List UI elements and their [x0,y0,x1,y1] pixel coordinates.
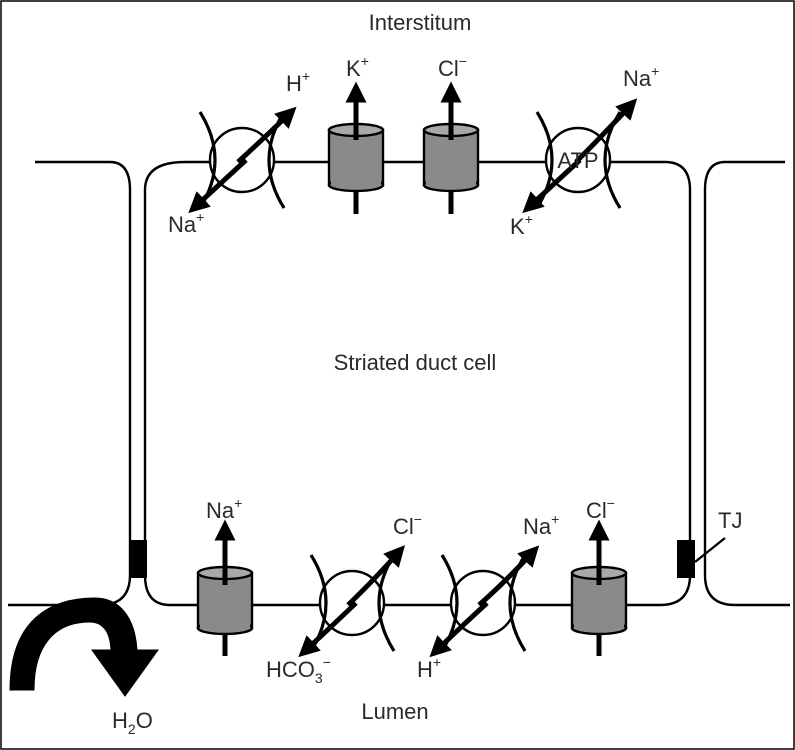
ion-label-h: H+ [286,68,310,96]
arrow-h-out [236,106,297,164]
tj-label: TJ [718,508,742,533]
bottom-anion-exchanger [298,545,406,658]
cell-membrane [143,160,692,607]
arrow-hco3-out [298,601,358,658]
ion-label-k: K+ [510,211,533,239]
arrow-cl-in [346,545,406,607]
ion-label-cl: Cl− [393,511,422,539]
ion-label-hco3: HCO3− [266,654,331,686]
arrow-na-out [574,98,638,164]
na-k-atpase-pump: ATP [522,98,638,214]
bottom-cl-channel [570,519,628,656]
arrow-h-out [429,601,489,658]
left-neighbor-membrane [8,160,132,607]
tj-pointer [694,537,726,563]
top-nhe-exchanger [188,106,297,214]
arrow-na-in [188,158,248,214]
bottom-nhe-exchanger [429,545,540,658]
tight-junction-left [129,540,147,578]
right-neighbor-membrane [703,160,790,607]
curved-arrow [9,597,159,697]
water-flow-arrow [9,597,159,697]
bottom-na-channel [196,519,254,656]
arrow-na-in [477,545,540,607]
ion-label-k: K+ [346,53,369,81]
atp-label: ATP [557,148,598,173]
interstitum-label: Interstitum [369,10,472,35]
ion-label-cl: Cl− [438,53,467,81]
lumen-label: Lumen [361,699,428,724]
ion-label-cl: Cl− [586,495,615,523]
ion-label-na: Na+ [168,209,204,237]
top-k-channel [327,81,385,214]
top-cl-channel [422,81,480,214]
water-label: H2O [112,708,153,737]
ion-label-h: H+ [417,654,441,682]
ion-label-na: Na+ [206,495,242,523]
cell-label: Striated duct cell [334,350,497,375]
arrow-k-in [522,158,582,214]
ion-label-na: Na+ [623,63,659,91]
tight-junction-right [677,540,695,578]
ion-label-na: Na+ [523,511,559,539]
